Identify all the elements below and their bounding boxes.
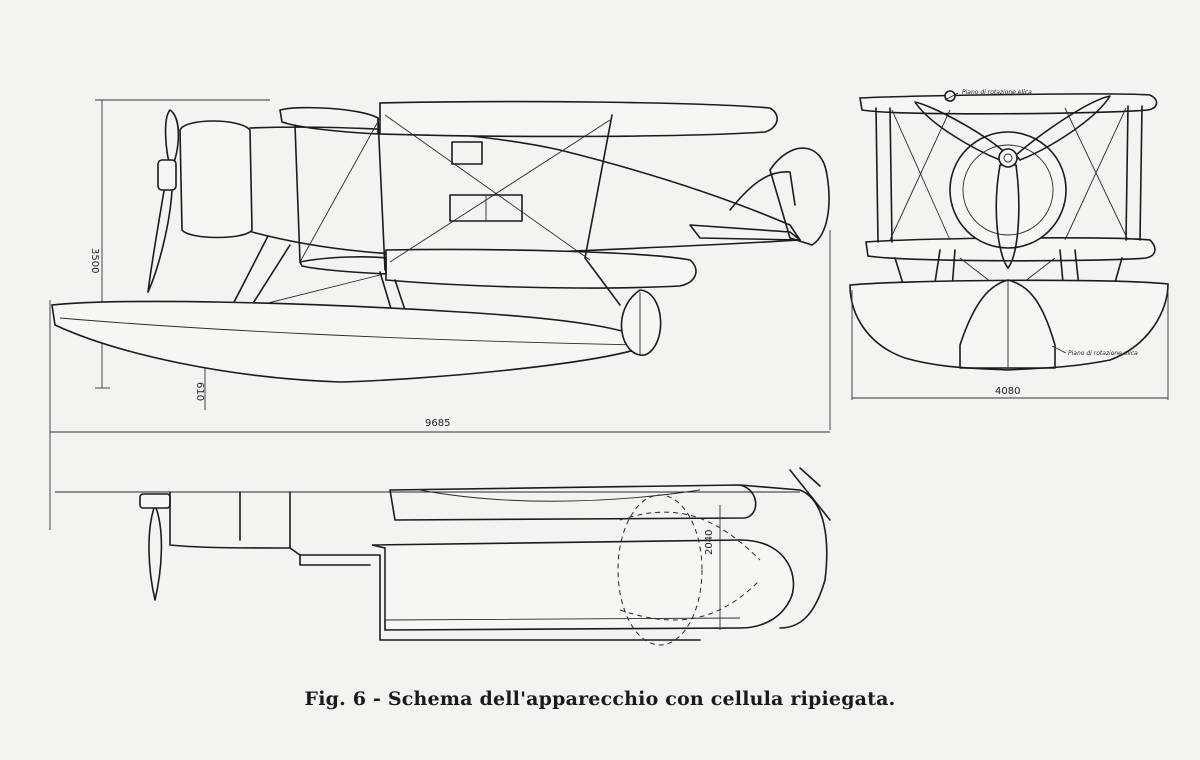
- height-dimension: 3500: [89, 248, 100, 273]
- front-main-float: [849, 279, 1169, 371]
- engine-cowling: [179, 120, 253, 239]
- propeller-blade-lower: [147, 184, 173, 293]
- front-width-dimension: 4080: [995, 386, 1020, 397]
- length-dimension-line: 9685: [49, 300, 830, 530]
- main-float: [51, 300, 652, 383]
- engine-cowling-front: [949, 131, 1067, 249]
- upper-wing: [379, 100, 778, 138]
- upper-plane-annotation: Piano di rotazione elica: [962, 89, 1032, 96]
- front-propeller-right: [1015, 95, 1111, 161]
- front-view: Piano di rotazione elica Piano di rotazi…: [849, 89, 1169, 400]
- folded-wing-cell: [371, 539, 795, 631]
- lower-wing: [385, 248, 697, 289]
- top-width-dimension: 2040: [704, 530, 715, 555]
- lower-plane-annotation: Piano di rotazione elica: [1068, 350, 1138, 357]
- front-upper-wing: [859, 93, 1158, 115]
- front-propeller-left: [914, 101, 1009, 161]
- side-view: 3500 610: [51, 99, 831, 430]
- figure-caption: Fig. 6 - Schema dell'apparecchio con cel…: [304, 688, 896, 710]
- top-view: 2040: [55, 467, 831, 646]
- horizontal-stabilizer: [689, 224, 801, 241]
- wingtip-float-side: [620, 289, 662, 356]
- front-propeller-lower: [995, 164, 1020, 269]
- tail-fin: [769, 147, 830, 246]
- fuselage: [249, 126, 801, 257]
- length-dimension: 9685: [425, 418, 450, 429]
- fuselage-top: [169, 491, 291, 549]
- float-offset-dimension: 610: [194, 382, 205, 401]
